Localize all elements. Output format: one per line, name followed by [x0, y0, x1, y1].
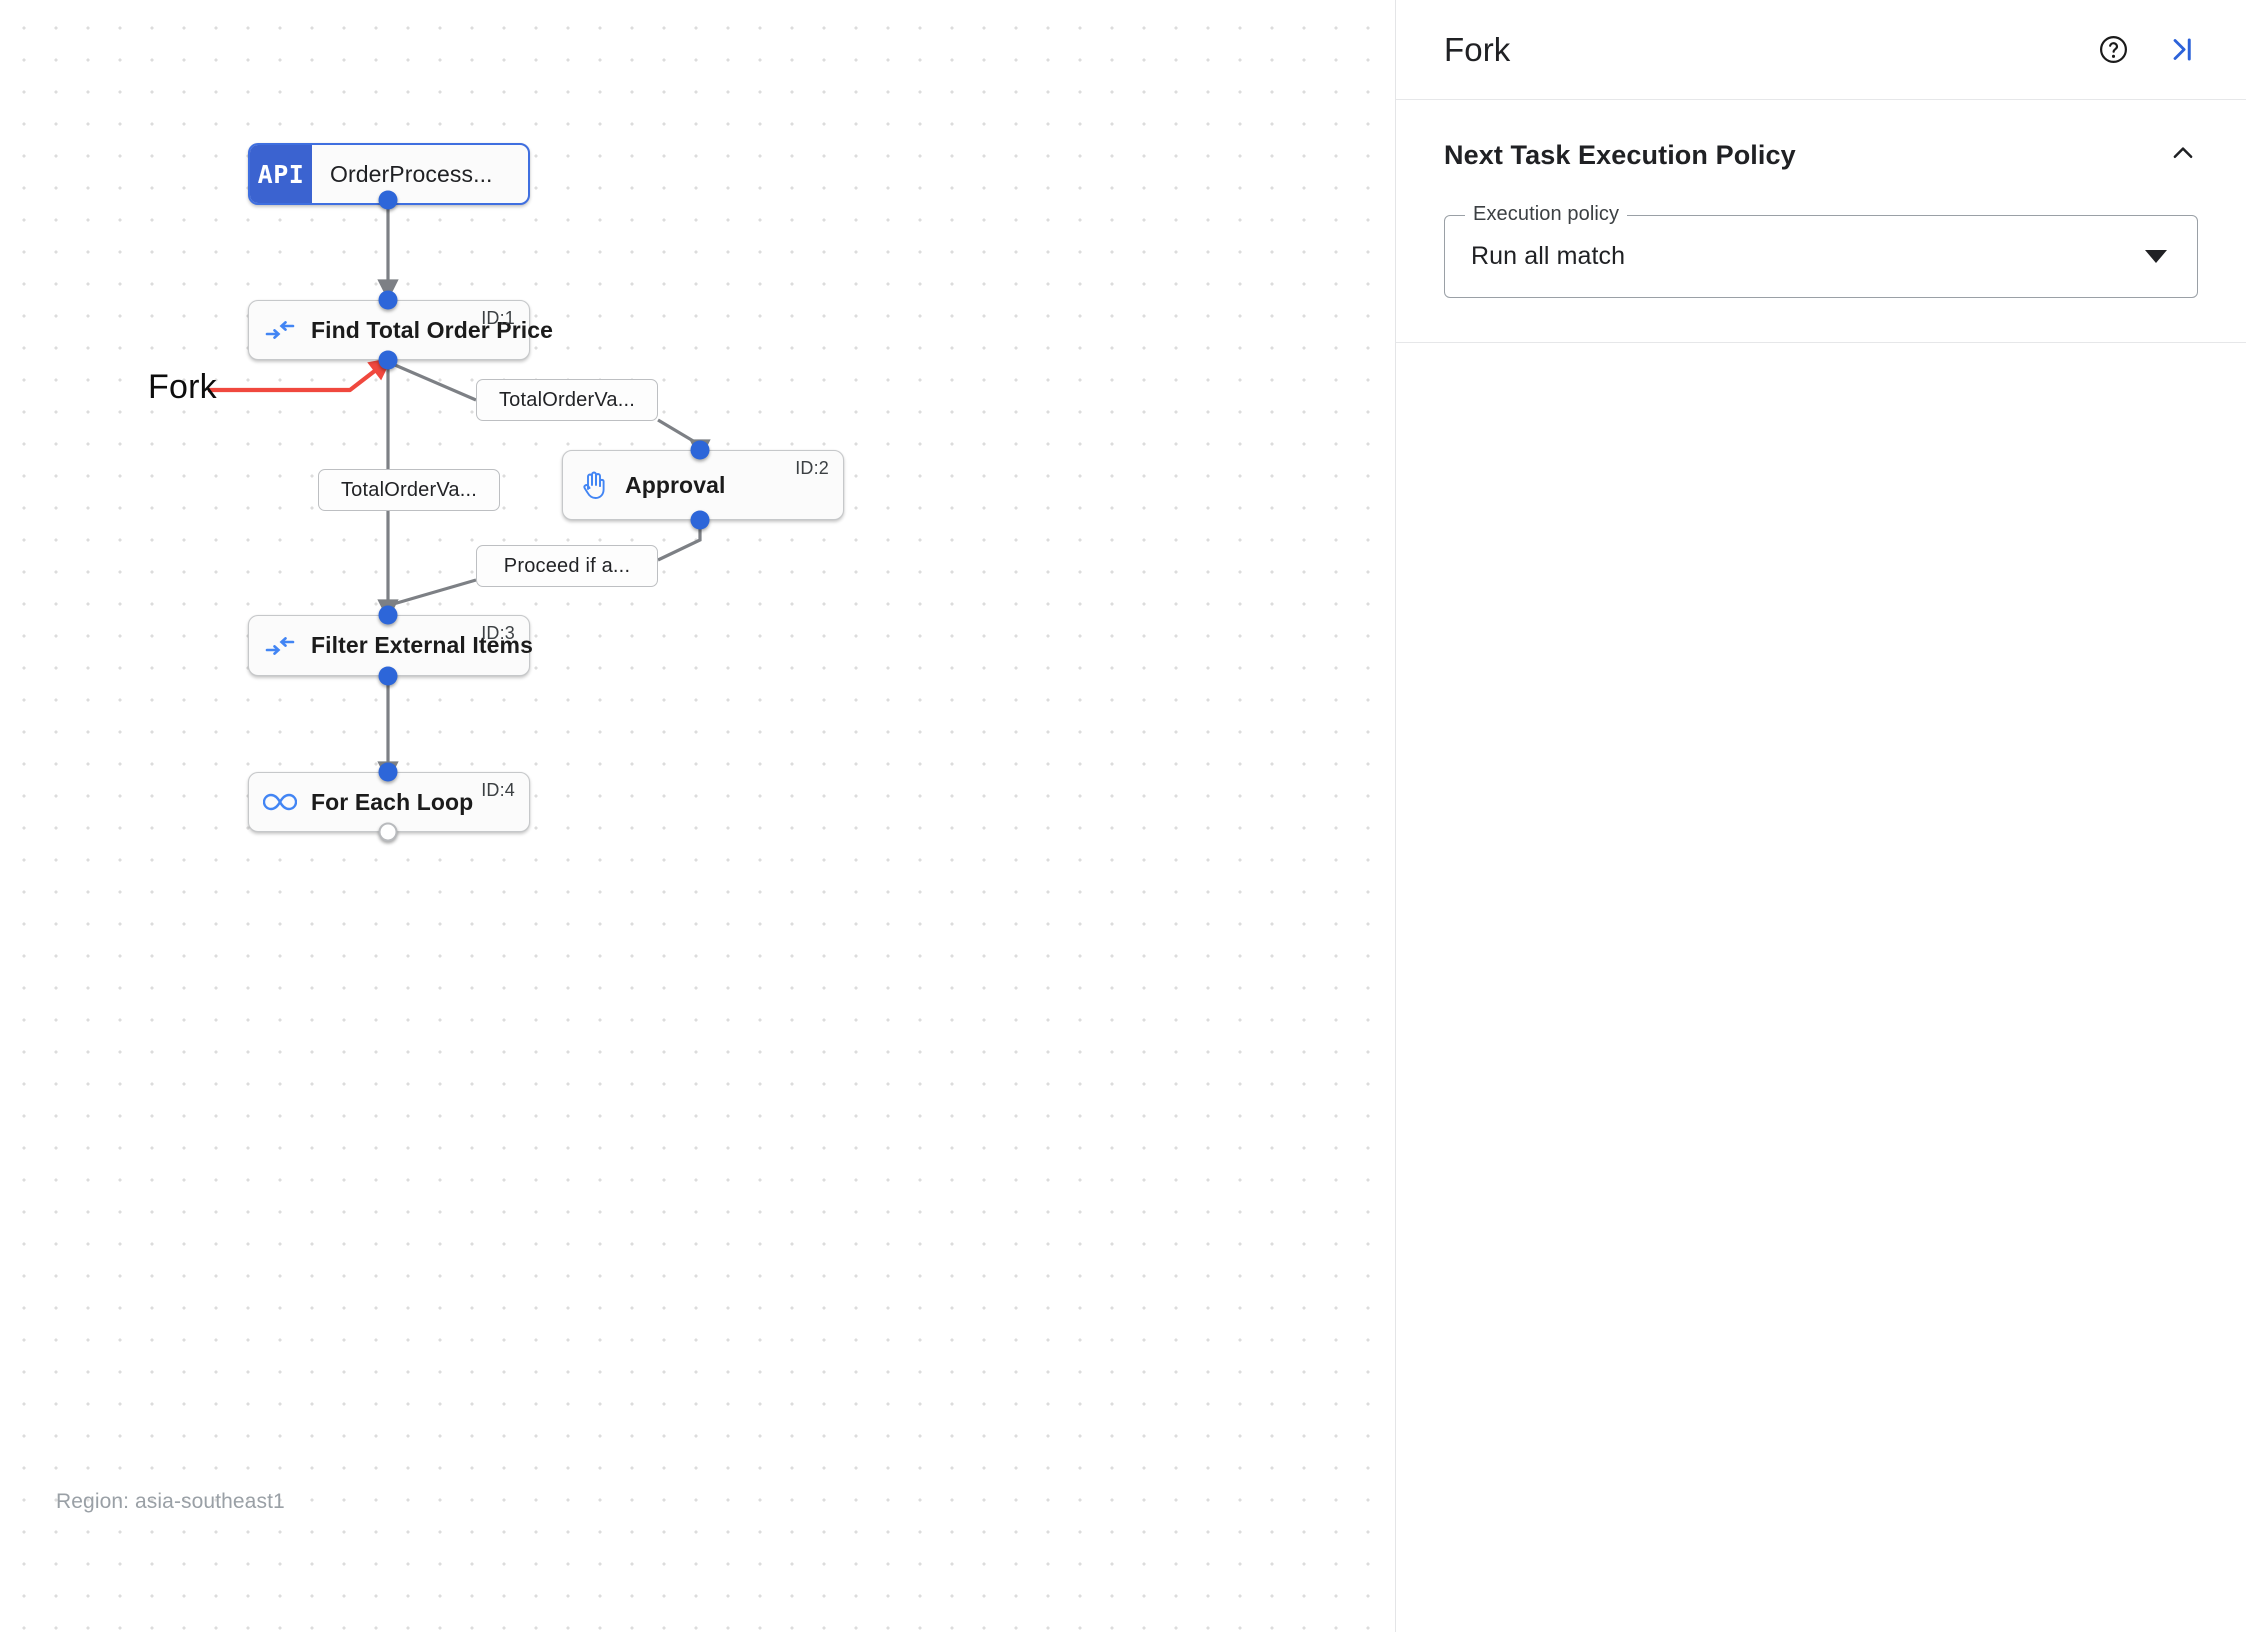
region-label: Region: asia-southeast1: [56, 1490, 285, 1513]
connector-filter-out[interactable]: [378, 666, 398, 686]
converge-arrows-icon: [249, 634, 311, 658]
edge-proceed-to-filter: [389, 578, 477, 607]
connector-approval-in[interactable]: [690, 440, 710, 460]
dropdown-arrow-icon[interactable]: [2145, 250, 2167, 263]
panel-title: Fork: [1444, 30, 1511, 68]
hand-icon: [563, 470, 625, 500]
connector-foreach-out[interactable]: [378, 822, 398, 842]
execution-policy-label: Execution policy: [1465, 203, 1628, 226]
node-title-filter-external-items: Filter External Items: [311, 632, 533, 658]
edge-label-cond-proceed[interactable]: Proceed if a...: [476, 545, 658, 587]
help-circle-icon[interactable]: [2088, 25, 2138, 75]
section-title: Next Task Execution Policy: [1444, 140, 1796, 170]
api-badge-label: API: [257, 159, 305, 189]
node-approval[interactable]: Approval ID:2: [562, 450, 844, 520]
chevron-up-icon[interactable]: [2168, 138, 2198, 173]
node-filter-external-items[interactable]: Filter External Items ID:3: [248, 615, 533, 676]
node-for-each-loop[interactable]: For Each Loop ID:4: [248, 772, 530, 832]
section-next-task-execution-policy: Next Task Execution Policy Execution pol…: [1396, 100, 2246, 343]
connector-find-total-in[interactable]: [378, 290, 398, 310]
section-header-next-task-execution-policy[interactable]: Next Task Execution Policy: [1444, 138, 2198, 173]
node-id-for-each-loop: ID:4: [481, 780, 515, 800]
node-title-for-each-loop: For Each Loop: [311, 788, 474, 815]
converge-arrows-icon: [249, 318, 311, 342]
node-order-process[interactable]: API OrderProcess...: [248, 143, 530, 205]
node-id-find-total-order-price: ID:1: [481, 308, 515, 328]
infinity-icon: [249, 792, 311, 812]
node-find-total-order-price[interactable]: Find Total Order Price ID:1: [248, 300, 553, 360]
connector-filter-in[interactable]: [378, 605, 398, 625]
panel-header: Fork: [1396, 0, 2246, 100]
node-title-order-process: OrderProcess...: [330, 160, 493, 187]
fork-annotation-label: Fork: [148, 368, 217, 406]
edge-label-cond-direct-branch[interactable]: TotalOrderVa...: [318, 469, 500, 511]
edge-fork-to-approval-a: [387, 360, 477, 402]
connector-approval-out[interactable]: [690, 510, 710, 530]
edge-label-cond-approval-branch[interactable]: TotalOrderVa...: [476, 379, 658, 421]
edge-layer: [208, 200, 711, 783]
api-badge-icon: API: [250, 145, 312, 203]
fork-annotation-arrow: [208, 357, 393, 393]
node-id-approval: ID:2: [795, 458, 829, 478]
execution-policy-value: Run all match: [1471, 242, 1626, 270]
collapse-panel-right-icon[interactable]: [2156, 25, 2206, 75]
execution-policy-select[interactable]: Execution policy Run all match: [1444, 203, 2198, 298]
properties-panel: Fork Next Task Execution Policy: [1396, 0, 2246, 1632]
connector-order-process-out[interactable]: [378, 190, 398, 210]
connector-find-total-out-fork[interactable]: [378, 350, 398, 370]
node-title-find-total-order-price: Find Total Order Price: [311, 316, 554, 343]
connector-foreach-in[interactable]: [378, 762, 398, 782]
node-title-approval: Approval: [625, 471, 726, 498]
workflow-canvas[interactable]: API OrderProcess... Find Total Order Pri…: [0, 0, 1396, 1632]
node-id-filter-external-items: ID:3: [481, 623, 515, 643]
